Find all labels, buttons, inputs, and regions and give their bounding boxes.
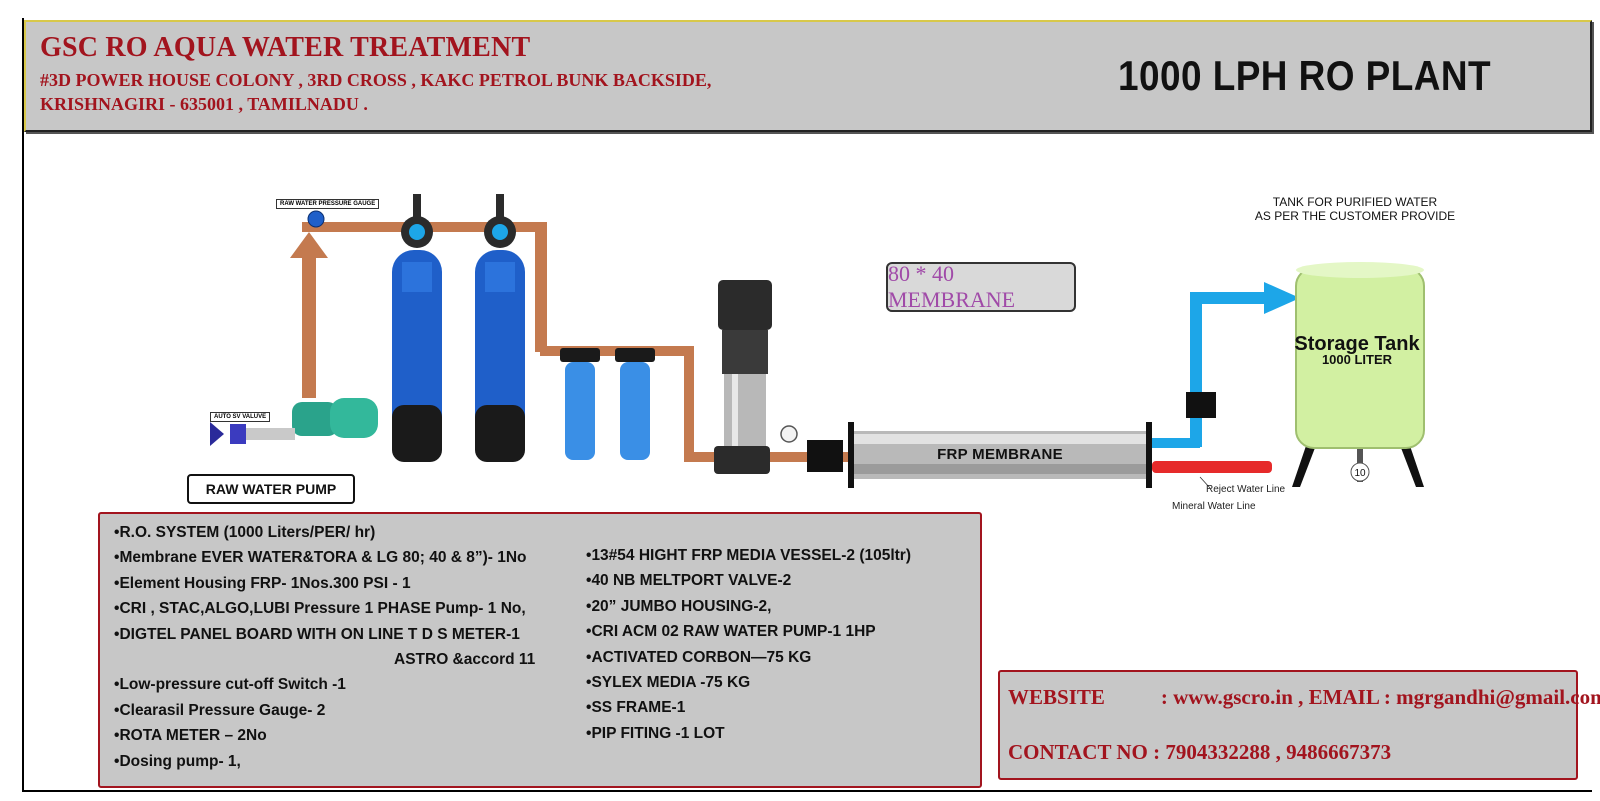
spec-item: Low-pressure cut-off Switch -1 xyxy=(114,676,535,701)
spec-item: Element Housing FRP- 1Nos.300 PSI - 1 xyxy=(114,575,535,600)
mineral-line-label: Mineral Water Line xyxy=(1172,501,1256,512)
spec-item: CRI ACM 02 RAW WATER PUMP-1 1HP xyxy=(586,623,911,648)
spec-item: SYLEX MEDIA -75 KG xyxy=(586,674,911,699)
flow-arrow-right-icon xyxy=(1264,282,1300,314)
pressure-gauge-icon xyxy=(307,210,325,228)
specification-panel: R.O. SYSTEM (1000 Liters/PER/ hr) Membra… xyxy=(98,512,982,788)
pump-outlet-pipe xyxy=(760,452,850,462)
product-pipe-horizontal xyxy=(1152,438,1200,448)
page-frame xyxy=(22,18,1592,792)
spec-list-right: 13#54 HIGHT FRP MEDIA VESSEL-2 (105ltr) … xyxy=(586,547,911,750)
raw-water-pump xyxy=(210,398,378,446)
product-pipe-riser xyxy=(1190,297,1202,447)
spec-item: ACTIVATED CORBON—75 KG xyxy=(586,649,911,674)
down-pipe-to-filters xyxy=(535,222,547,352)
spec-item: R.O. SYSTEM (1000 Liters/PER/ hr) xyxy=(114,524,535,549)
spec-item: 20” JUMBO HOUSING-2, xyxy=(586,598,911,623)
pressure-gauge-tag: RAW WATER PRESSURE GAUGE xyxy=(276,199,380,209)
media-vessel-1 xyxy=(392,194,442,462)
product-pipe-top xyxy=(1190,292,1270,304)
tank-caption-line-1: TANK FOR PURIFIED WATER xyxy=(1272,195,1438,209)
jumbo-filter-housing-2 xyxy=(615,348,655,460)
high-pressure-pump xyxy=(714,280,772,474)
reject-water-pipe xyxy=(1152,461,1272,473)
spec-list-left: R.O. SYSTEM (1000 Liters/PER/ hr) Membra… xyxy=(114,524,535,778)
media-vessel-2 xyxy=(475,194,525,462)
website-email-line: WEBSITE : www.gscro.in , EMAIL : mgrgandh… xyxy=(1008,685,1600,710)
spec-item: SS FRAME-1 xyxy=(586,699,911,724)
spec-item: DIGTEL PANEL BOARD WITH ON LINE T D S ME… xyxy=(114,626,535,651)
header-banner: GSC RO AQUA WATER TREATMENT #3D POWER HO… xyxy=(24,20,1592,132)
tank-caption-line-2: AS PER THE CUSTOMER PROVIDE xyxy=(1254,209,1456,223)
frp-membrane-label: FRP MEMBRANE xyxy=(937,446,1063,463)
tank-badge-circle xyxy=(1350,462,1370,482)
membrane-size-label: 80 * 40 MEMBRANE xyxy=(886,261,1076,312)
flow-arrow-up-icon xyxy=(290,232,328,258)
hp-gauge-icon xyxy=(780,425,798,443)
spec-item: 13#54 HIGHT FRP MEDIA VESSEL-2 (105ltr) xyxy=(586,547,911,572)
auto-valve-icon xyxy=(210,422,224,446)
auto-valve-tag: AUTO SV VALUVE xyxy=(210,412,271,422)
plant-title: 1000 LPH RO PLANT xyxy=(1118,52,1492,99)
raw-water-pump-label: RAW WATER PUMP xyxy=(187,474,355,504)
tank-caption: TANK FOR PURIFIED WATER AS PER THE CUSTO… xyxy=(1240,195,1470,223)
pipe-to-hp-pump xyxy=(684,346,694,458)
contact-panel: WEBSITE : www.gscro.in , EMAIL : mgrgandh… xyxy=(998,670,1600,780)
tank-name: Storage Tank xyxy=(1294,333,1420,355)
contact-number-line: CONTACT NO : 7904332288 , 9486667373 xyxy=(1008,740,1392,764)
rota-meter-icon xyxy=(1186,392,1216,418)
company-name: GSC RO AQUA WATER TREATMENT xyxy=(40,32,531,63)
raw-water-riser-pipe xyxy=(302,248,316,398)
spec-item-continuation: ASTRO &accord 11 xyxy=(394,650,536,668)
address-line-2: KRISHNAGIRI - 635001 , TAMILNADU . xyxy=(40,94,368,114)
jumbo-filter-housing-1 xyxy=(560,348,600,460)
spec-item: 40 NB MELTPORT VALVE-2 xyxy=(586,572,911,597)
website-label: WEBSITE xyxy=(1008,685,1105,709)
address-line-1: #3D POWER HOUSE COLONY , 3RD CROSS , KAK… xyxy=(40,70,712,90)
spec-item: Clearasil Pressure Gauge- 2 xyxy=(114,702,535,727)
tank-capacity: 1000 LITER xyxy=(1321,352,1393,367)
spec-item: ROTA METER – 2No xyxy=(114,727,535,752)
frp-membrane-housing xyxy=(848,422,1152,488)
spec-item: CRI , STAC,ALGO,LUBI Pressure 1 PHASE Pu… xyxy=(114,600,535,625)
spec-item: PIP FITING -1 LOT xyxy=(586,725,911,750)
tank-badge-text: 10 xyxy=(1354,468,1366,479)
website-email-link[interactable]: : www.gscro.in , EMAIL : mgrgandhi@gmail… xyxy=(1160,685,1600,709)
reject-line-label: Reject Water Line xyxy=(1206,484,1286,495)
membrane-inlet-valve xyxy=(807,440,843,472)
storage-tank xyxy=(1292,262,1425,487)
spec-item: Membrane EVER WATER&TORA & LG 80; 40 & 8… xyxy=(114,549,535,574)
spec-item: Dosing pump- 1, xyxy=(114,753,535,778)
pump-inlet-pipe xyxy=(684,452,714,462)
